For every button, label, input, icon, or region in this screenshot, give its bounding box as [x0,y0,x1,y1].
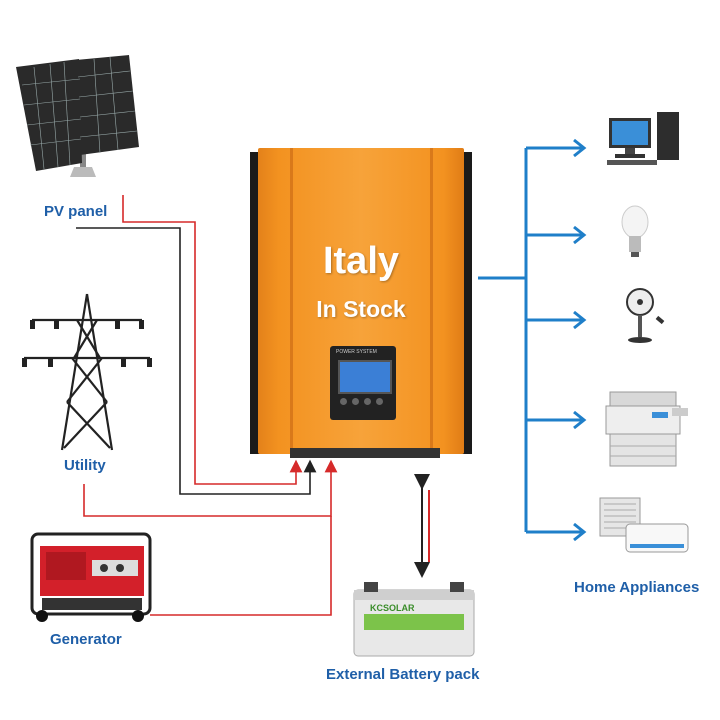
generator-label: Generator [50,631,122,648]
inverter-title: Italy [322,240,400,282]
inverter-rib-left [290,148,293,454]
panel-button-2[interactable] [352,398,359,405]
home-appliances-label: Home Appliances [574,579,700,596]
generator-icon [30,532,152,622]
printer-icon [605,391,688,467]
pv-black-wire [76,227,317,495]
output-bus [478,146,582,534]
control-panel: POWER SYSTEM [330,346,396,420]
utility-wire [83,459,338,517]
inverter-terminals [290,448,440,458]
air-conditioner-icon [599,497,689,553]
power-tower-icon [22,293,152,451]
panel-button-4[interactable] [376,398,383,405]
light-bulb-icon [621,205,649,257]
panel-brand: POWER SYSTEM [336,349,377,355]
battery-icon: KCSOLAR [353,582,475,657]
inverter-rib-right [430,148,433,454]
pv-red-wire [122,195,303,485]
pv-panel-label: PV panel [44,203,108,220]
utility-label: Utility [64,457,106,474]
generator-wire [150,516,332,616]
fan-icon [626,288,665,343]
panel-button-1[interactable] [340,398,347,405]
panel-button-3[interactable] [364,398,371,405]
solar-panel-icon [16,55,139,177]
inverter: Italy In Stock POWER SYSTEM [250,148,472,458]
inverter-subtitle: In Stock [316,296,406,322]
battery-brand: KCSOLAR [370,603,415,613]
lcd-screen [338,360,392,394]
computer-icon [607,112,679,165]
battery-label: External Battery pack [326,666,480,683]
